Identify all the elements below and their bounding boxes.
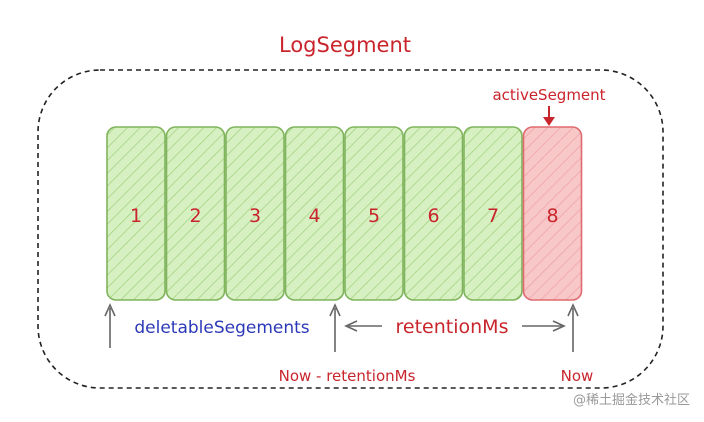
now-arrow bbox=[567, 303, 579, 352]
now-minus-retention-arrow bbox=[329, 303, 341, 352]
deletable-segments-label: deletableSegements bbox=[134, 318, 309, 338]
active-segment-arrow bbox=[543, 106, 555, 126]
segment-hatch bbox=[225, 126, 285, 301]
segment-hatch bbox=[403, 126, 464, 301]
segment-8: 8 bbox=[522, 126, 583, 301]
segments-group: 1 2 3 4 5 6 7 8 bbox=[106, 126, 583, 301]
segment-hatch bbox=[284, 126, 345, 301]
segment-number: 7 bbox=[487, 205, 499, 227]
segment-number: 2 bbox=[189, 205, 201, 227]
segment-5: 5 bbox=[344, 126, 404, 301]
watermark: @稀土掘金技术社区 bbox=[573, 392, 690, 408]
segment-hatch bbox=[165, 126, 226, 301]
segment-6: 6 bbox=[403, 126, 464, 301]
segment-number: 4 bbox=[308, 205, 320, 227]
segment-hatch bbox=[522, 126, 583, 301]
start-up-arrow bbox=[104, 303, 116, 348]
segment-number: 6 bbox=[427, 205, 439, 227]
segment-hatch bbox=[463, 126, 523, 301]
retention-ms-label: retentionMs bbox=[396, 316, 509, 338]
segment-number: 3 bbox=[249, 205, 261, 227]
segment-7: 7 bbox=[463, 126, 523, 301]
now-minus-retention-label: Now - retentionMs bbox=[279, 367, 416, 385]
segment-number: 1 bbox=[130, 205, 142, 227]
log-segment-container bbox=[37, 69, 664, 389]
segment-4: 4 bbox=[284, 126, 345, 301]
segment-hatch bbox=[106, 126, 166, 301]
segment-3: 3 bbox=[225, 126, 285, 301]
segment-hatch bbox=[344, 126, 404, 301]
segment-number: 5 bbox=[368, 205, 380, 227]
segment-1: 1 bbox=[106, 126, 166, 301]
active-segment-label: activeSegment bbox=[492, 86, 605, 104]
segment-2: 2 bbox=[165, 126, 226, 301]
diagram-title: LogSegment bbox=[279, 33, 411, 57]
segment-number: 8 bbox=[546, 205, 558, 227]
now-label: Now bbox=[561, 367, 594, 385]
retention-range-arrow bbox=[344, 320, 566, 332]
